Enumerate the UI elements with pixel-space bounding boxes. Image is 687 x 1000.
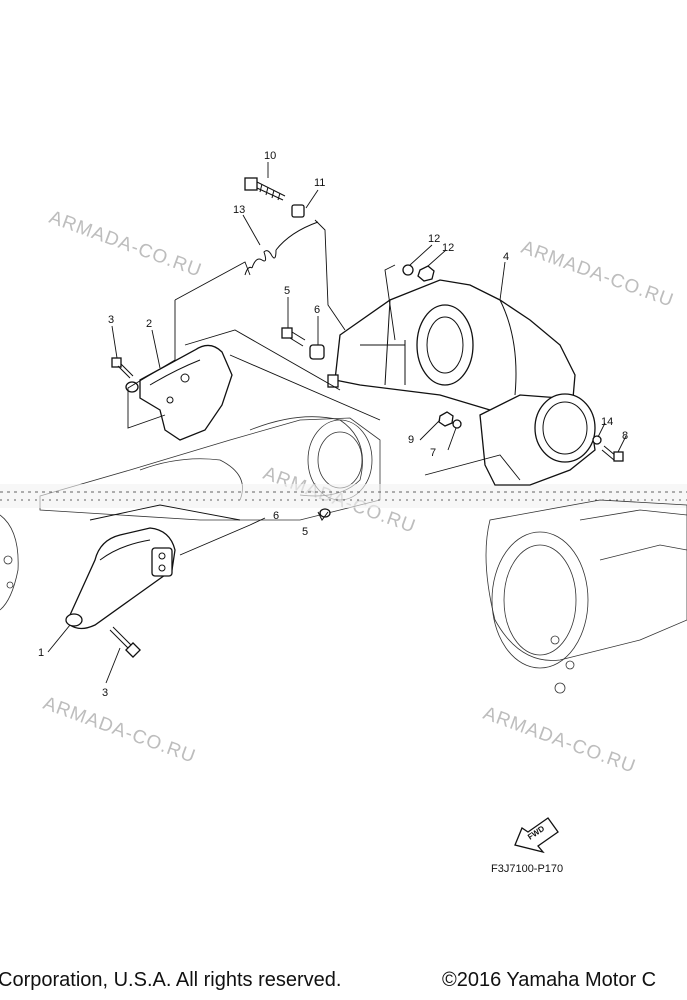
footer-copyright-left: Corporation, U.S.A. All rights reserved. [0, 969, 341, 991]
callout-6: 6 [314, 304, 320, 316]
bolt-part-5-lower [317, 511, 329, 521]
footer-copyright-right: ©2016 Yamaha Motor C [442, 969, 656, 991]
washer-part-12-right [592, 435, 602, 445]
watermark: ARMADA-CO.RU [46, 207, 204, 282]
figure-code: F3J7100-P170 [491, 863, 563, 875]
bolt-part-5-upper [281, 327, 306, 347]
callout-3: 3 [108, 314, 114, 326]
watermark: ARMADA-CO.RU [518, 237, 676, 312]
watermark: ARMADA-CO.RU [40, 693, 198, 768]
steering-plate [479, 393, 596, 486]
nozzle-part-4 [327, 279, 576, 421]
nut-part-13 [438, 411, 454, 427]
callouts: 10 11 13 12 12 4 5 6 3 2 14 8 9 7 6 5 1 … [38, 150, 628, 699]
callout-4: 4 [503, 251, 509, 263]
pump-housing-background [0, 416, 687, 521]
collar-part-6-lower [319, 508, 331, 518]
callout-10: 12 [442, 242, 454, 254]
jet-housing-right [485, 499, 687, 694]
callout-12: 14 [601, 416, 613, 428]
callout-8: 11 [314, 177, 325, 189]
callout-7: 10 [264, 150, 276, 162]
fwd-arrow-icon: FWD [514, 817, 559, 854]
callout-13: 9 [408, 434, 414, 446]
callout-11: 13 [233, 204, 245, 216]
washer-part-12-left [452, 419, 462, 429]
small-parts [402, 264, 624, 462]
nut-part-10 [417, 265, 435, 282]
watermark: ARMADA-CO.RU [480, 703, 638, 778]
housing-left-edge [0, 514, 19, 611]
washer-part-9 [402, 264, 414, 276]
bolt-part-3-upper [111, 357, 134, 379]
leader-lines [47, 162, 627, 684]
collar-part-6-upper [309, 344, 325, 360]
callout-2: 2 [146, 318, 152, 330]
spring-part-11 [244, 221, 319, 276]
bracket-part-1 [65, 527, 176, 630]
callout-5: 5 [284, 285, 290, 297]
bracket-part-2 [125, 344, 233, 441]
callout-6: 6 [273, 510, 279, 522]
bolt-part-3-lower [109, 626, 141, 658]
collar-part-8 [291, 204, 305, 218]
callout-12: 7 [430, 447, 436, 459]
bolt-part-7 [244, 177, 286, 201]
callout-1: 1 [38, 647, 44, 659]
callout-5: 5 [302, 526, 308, 538]
callout-3: 3 [102, 687, 108, 699]
callout-14: 8 [622, 430, 628, 442]
callout-9: 12 [428, 233, 440, 245]
